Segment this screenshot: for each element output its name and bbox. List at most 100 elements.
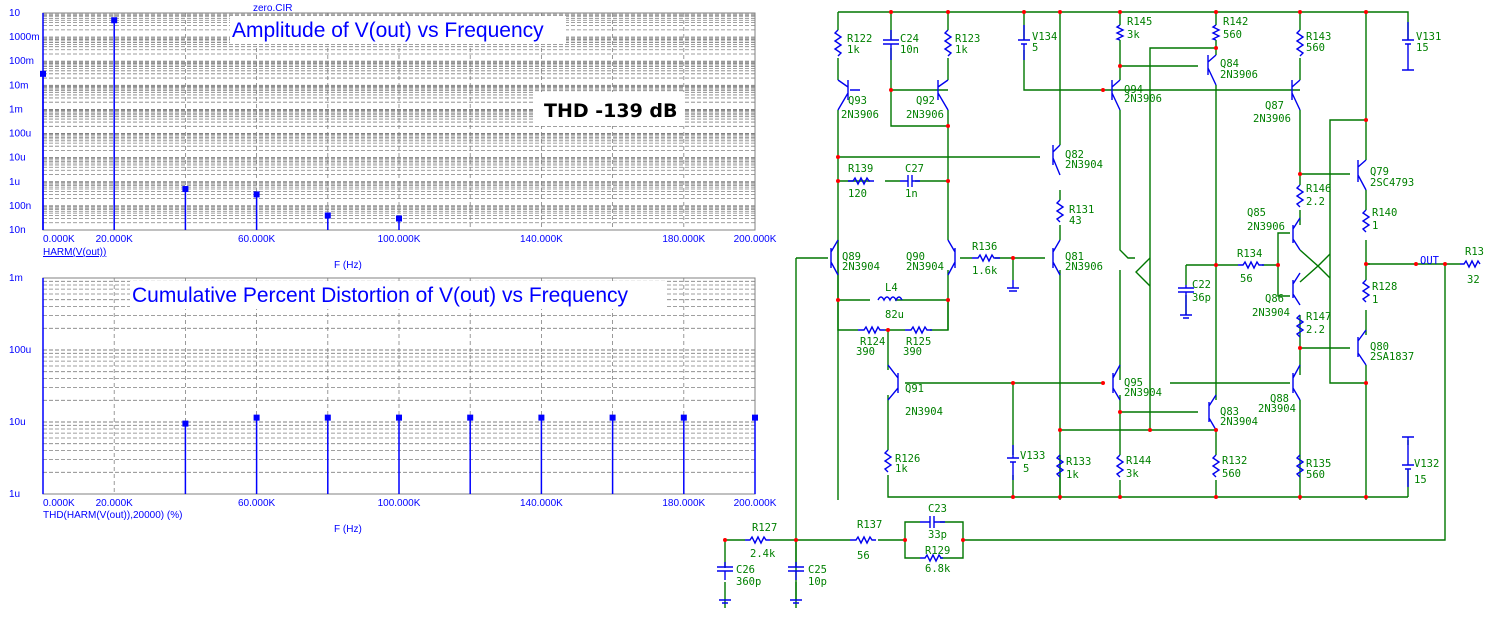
- x-axis-label: F (Hz): [334, 260, 362, 271]
- trace-label[interactable]: HARM(V(out)): [43, 247, 106, 258]
- data-point[interactable]: [253, 414, 260, 421]
- component-value: 1.6k: [972, 265, 998, 277]
- component-ref: R125: [906, 336, 931, 348]
- data-point[interactable]: [182, 420, 189, 427]
- component-value: 2N3904: [1065, 159, 1103, 171]
- data-point[interactable]: [538, 414, 545, 421]
- component-ref: R146: [1306, 183, 1331, 195]
- junction-dots: [723, 10, 1447, 542]
- component-ref: R143: [1306, 31, 1331, 43]
- resistor-icon: [1055, 199, 1065, 223]
- component-v132[interactable]: V132 15: [1414, 458, 1439, 486]
- data-point[interactable]: [609, 414, 616, 421]
- component-value: 1k: [847, 44, 860, 56]
- resistor-icon: [833, 29, 843, 57]
- x-tick-label: 20.000K: [96, 498, 134, 509]
- component-value: 390: [856, 346, 875, 358]
- data-point[interactable]: [396, 215, 402, 222]
- resistor-icon: [848, 176, 874, 186]
- component-ref: V132: [1414, 458, 1439, 470]
- data-point[interactable]: [182, 186, 189, 193]
- trace-label[interactable]: THD(HARM(V(out)),20000) (%): [43, 510, 182, 521]
- y-tick-label: 100n: [9, 201, 31, 212]
- resistor-icon: [1460, 259, 1481, 269]
- data-point[interactable]: [752, 414, 758, 421]
- data-point[interactable]: [253, 191, 260, 198]
- resistor-icon: [1115, 454, 1125, 478]
- plot-title: Cumulative Percent Distortion of V(out) …: [132, 284, 629, 307]
- component-ref: Q89: [842, 251, 861, 263]
- capacitor-icon: [900, 175, 920, 187]
- data-point[interactable]: [467, 414, 474, 421]
- component-value: 15: [1414, 474, 1427, 486]
- x-tick-label: 140.000K: [520, 498, 563, 509]
- x-tick-label: 200.000K: [734, 234, 777, 245]
- component-ref: Q81: [1065, 251, 1084, 263]
- component-value: 82u: [885, 309, 904, 321]
- data-marks: [40, 13, 402, 230]
- data-point[interactable]: [324, 212, 331, 219]
- y-tick-label: 100m: [9, 56, 34, 67]
- data-point[interactable]: [680, 414, 687, 421]
- component-value: 2N3904: [1220, 416, 1258, 428]
- data-point[interactable]: [324, 414, 331, 421]
- component-ref: V134: [1032, 31, 1057, 43]
- data-point[interactable]: [111, 17, 118, 24]
- data-point[interactable]: [396, 414, 402, 421]
- y-tick-label: 10m: [9, 80, 28, 91]
